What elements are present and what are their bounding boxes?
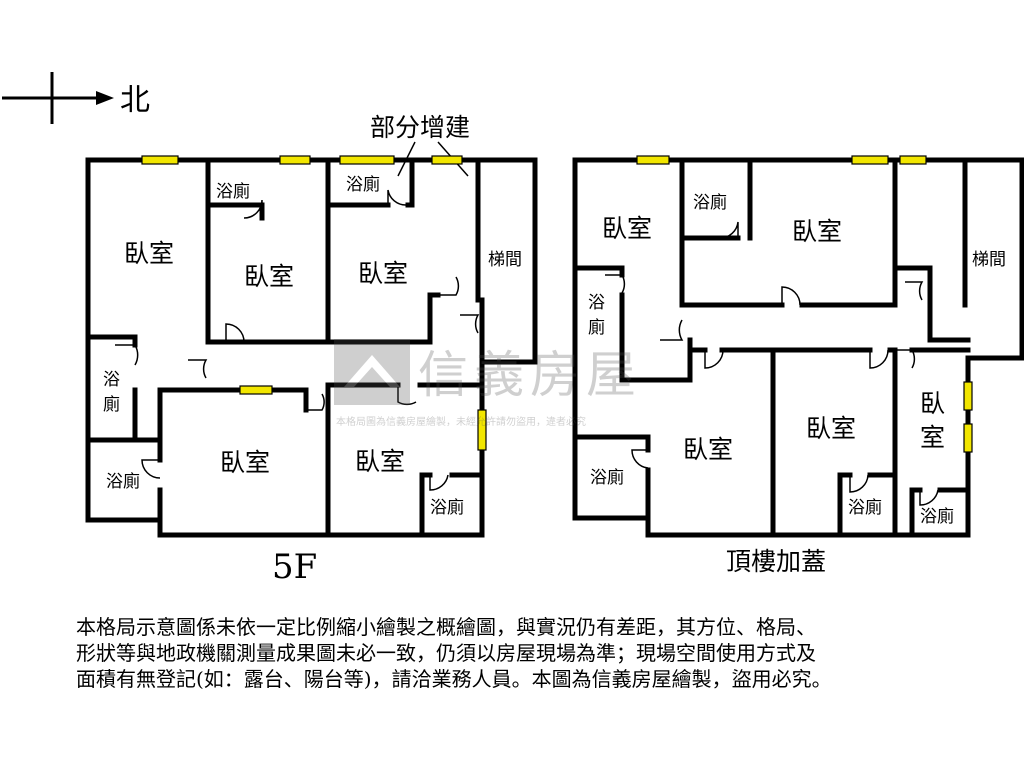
roof-bath-e-label: 浴廁 [920, 506, 954, 527]
disclaimer: 本格局示意圖係未依一定比例縮小繪製之概繪圖，與實況仍有差距，其方位、格局、 形狀… [76, 614, 976, 692]
floor-5f-doors [115, 189, 480, 491]
north-arrow-icon [2, 72, 114, 124]
disclaimer-line-2: 形狀等與地政機關測量成果圖未必一致，仍須以房屋現場為準；現場空間使用方式及 [76, 641, 816, 665]
5f-caption: 5F [272, 547, 317, 587]
disclaimer-line-3: 面積有無登記(如：露台、陽台等)，請洽業務人員。本圖為信義房屋繪製，盜用必究。 [76, 667, 832, 691]
floor-5f-windows [141, 155, 487, 451]
5f-bath-e-label: 浴廁 [430, 497, 464, 518]
5f-bath-b-label: 浴廁 [346, 174, 380, 195]
floor-5f-walls [85, 157, 538, 538]
5f-bath-c-label-1: 浴 [103, 370, 120, 390]
roof-bath-c-label: 浴廁 [590, 467, 624, 488]
brand-logo-icon [334, 339, 410, 405]
roof-bath-d-label: 浴廁 [848, 497, 882, 518]
roof-bedroom-c-label: 臥室 [683, 435, 733, 464]
5f-bedroom-a-label: 臥室 [124, 239, 174, 268]
roof-bath-b-label-1: 浴 [588, 293, 605, 313]
watermark-note: 本格局圖為信義房屋繪製，未經允許請勿盜用，違者必究 [336, 417, 586, 428]
roof-bedroom-b-label: 臥室 [792, 217, 842, 246]
roof-bath-a-label: 浴廁 [693, 192, 727, 213]
roof-bedroom-a-label: 臥室 [602, 214, 652, 243]
5f-stair-label: 梯間 [488, 250, 522, 270]
5f-bath-d-label: 浴廁 [106, 471, 140, 492]
partial-extension-label: 部分增建 [370, 113, 470, 142]
5f-bath-a-label: 浴廁 [216, 181, 250, 202]
north-label: 北 [120, 83, 150, 118]
roof-caption: 頂樓加蓋 [726, 547, 826, 576]
roof-bath-b-label-2: 廁 [588, 317, 605, 338]
roof-bedroom-e-label-1: 臥 [920, 389, 945, 418]
5f-bedroom-b-label: 臥室 [244, 262, 294, 291]
roof-floor-windows [636, 155, 973, 453]
roof-floor-doors [605, 221, 939, 506]
disclaimer-line-1: 本格局示意圖係未依一定比例縮小繪製之概繪圖，與實況仍有差距，其方位、格局、 [76, 615, 816, 639]
5f-bedroom-d-label: 臥室 [220, 448, 270, 477]
roof-bedroom-e-label-2: 室 [920, 423, 945, 452]
5f-bath-c-label-2: 廁 [103, 394, 120, 415]
watermark-brand: 信義房屋 [418, 346, 642, 404]
5f-bedroom-e-label: 臥室 [355, 447, 405, 476]
5f-bedroom-c-label: 臥室 [358, 259, 408, 288]
roof-bedroom-d-label: 臥室 [806, 414, 856, 443]
floor-plan-drawing: 北 部分增建 [2, 72, 1024, 587]
roof-stair-label: 梯間 [972, 250, 1006, 270]
watermark: 信義房屋 本格局圖為信義房屋繪製，未經允許請勿盜用，違者必究 [330, 335, 710, 428]
